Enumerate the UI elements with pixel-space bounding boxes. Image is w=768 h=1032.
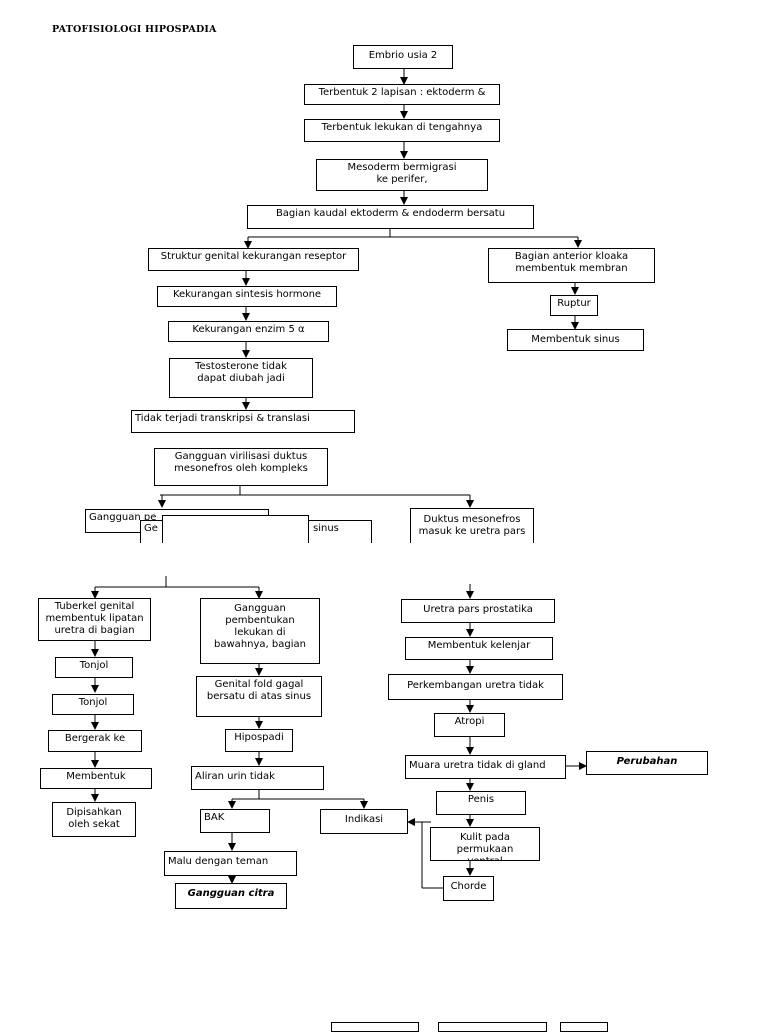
node-lekukan: Terbentuk lekukan di tengahnya	[304, 119, 500, 142]
node-bak: BAK	[200, 809, 270, 833]
node-embrio: Embrio usia 2	[353, 45, 453, 69]
node-gangguan-citra: Gangguan citra	[175, 883, 287, 909]
node-mesoderm: Mesoderm bermigrasi ke perifer,	[316, 159, 488, 191]
node-indikasi: Indikasi	[320, 809, 408, 834]
node-enzim: Kekurangan enzim 5 α	[168, 321, 329, 342]
node-bergerak: Bergerak ke	[48, 730, 142, 752]
node-tonjol-2: Tonjol	[52, 694, 134, 715]
node-membentuk-sinus: Membentuk sinus	[507, 329, 644, 351]
node-lapisan: Terbentuk 2 lapisan : ektoderm &	[304, 84, 500, 105]
node-perubahan: Perubahan	[586, 751, 708, 775]
node-testosterone: Testosterone tidak dapat diubah jadi	[169, 358, 313, 398]
node-hipospadi: Hipospadi	[225, 729, 293, 752]
node-sintesis-hormone: Kekurangan sintesis hormone	[157, 286, 337, 307]
node-dipisahkan: Dipisahkan oleh sekat	[52, 802, 136, 837]
node-ruptur: Ruptur	[550, 295, 598, 316]
node-struktur-genital: Struktur genital kekurangan reseptor	[148, 248, 359, 271]
node-duktus-mesonefros: Duktus mesonefros masuk ke uretra pars	[410, 508, 534, 548]
node-kulit-ventral: Kulit pada permukaan ventral	[430, 827, 540, 861]
node-tonjol-1: Tonjol	[55, 657, 133, 678]
node-perkembangan-uretra: Perkembangan uretra tidak	[388, 674, 563, 700]
node-virilisasi: Gangguan virilisasi duktus mesonefros ol…	[154, 448, 328, 486]
node-muara-uretra: Muara uretra tidak di gland	[405, 755, 566, 779]
node-tuberkel: Tuberkel genital membentuk lipatan uretr…	[38, 598, 151, 641]
node-anterior-kloaka: Bagian anterior kloaka membentuk membran	[488, 248, 655, 283]
node-transkripsi: Tidak terjadi transkripsi & translasi	[131, 410, 355, 433]
page-break	[0, 543, 768, 575]
node-ge-label: Ge	[144, 523, 158, 534]
node-chorde: Chorde	[443, 876, 494, 901]
node-penis: Penis	[436, 791, 526, 815]
node-kelenjar: Membentuk kelenjar	[405, 637, 553, 660]
diagram-title: PATOFISIOLOGI HIPOSPADIA	[52, 24, 217, 35]
node-bagian-kaudal: Bagian kaudal ektoderm & endoderm bersat…	[247, 205, 534, 229]
node-atropi: Atropi	[434, 713, 505, 737]
node-uretra-prostatika: Uretra pars prostatika	[401, 599, 555, 623]
node-sinus-label: sinus	[313, 523, 339, 534]
node-gangguan-pembentukan: Gangguan pembentukan lekukan di bawahnya…	[200, 598, 320, 664]
node-membentuk: Membentuk	[40, 768, 152, 789]
node-aliran-urin: Aliran urin tidak	[191, 766, 324, 790]
node-genital-fold: Genital fold gagal bersatu di atas sinus	[196, 676, 322, 717]
node-malu: Malu dengan teman	[164, 851, 297, 876]
